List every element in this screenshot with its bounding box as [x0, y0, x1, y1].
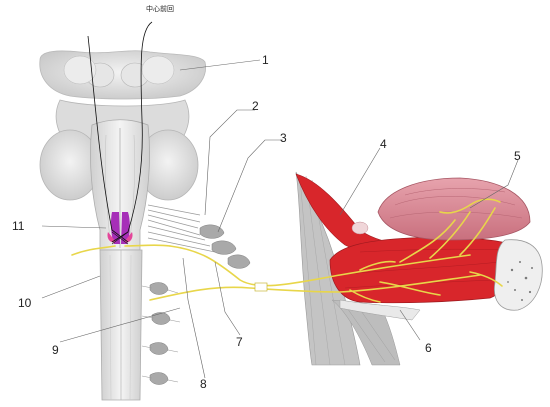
label-3: 3: [280, 131, 287, 145]
label-5: 5: [514, 149, 521, 163]
label-6: 6: [425, 341, 432, 355]
label-9: 9: [52, 343, 59, 357]
label-7: 7: [236, 335, 243, 349]
genioglossus-muscle-mass: [329, 236, 517, 304]
hypoglossal-nucleus: [107, 212, 133, 244]
mandible: [493, 239, 543, 311]
hypoglossal-nerve: [71, 198, 503, 303]
top-label: 中心前回: [146, 4, 174, 13]
ganglia: [149, 224, 251, 385]
label-1: 1: [262, 53, 269, 67]
callout-labels: 中心前回 1 2 3 4 5 6 7 8 9 10 11: [12, 4, 521, 391]
leader-lines: [41, 59, 519, 379]
label-8: 8: [200, 377, 207, 391]
label-2: 2: [252, 99, 259, 113]
tongue-dorsum: [377, 177, 531, 241]
label-4: 4: [380, 137, 387, 151]
label-11: 11: [12, 219, 25, 233]
brainstem: [39, 50, 251, 401]
label-10: 10: [18, 296, 32, 310]
tongue-region: [295, 171, 543, 366]
nerve-junction-box: [254, 282, 268, 292]
corticobulbar-tracts: [87, 21, 153, 243]
nerve-rootlets: [147, 204, 216, 253]
